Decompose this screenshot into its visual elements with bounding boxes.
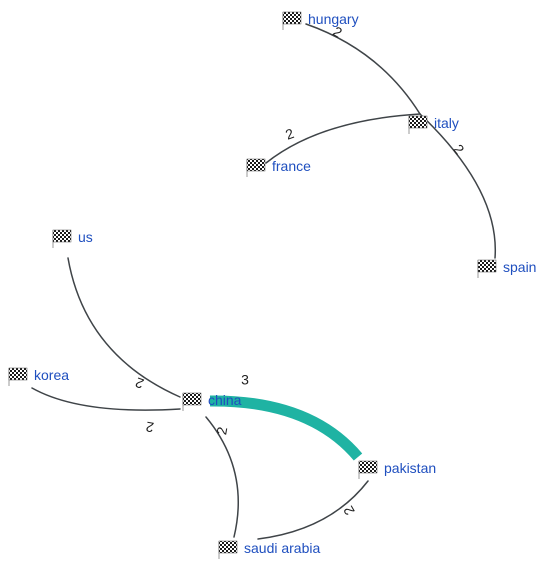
edge-china-saudi-arabia[interactable] [205, 416, 239, 538]
node-label: china [208, 392, 242, 408]
node-korea[interactable]: korea [8, 367, 69, 386]
node-label: spain [503, 259, 536, 275]
node-china[interactable]: china [182, 392, 242, 411]
checkered-flag-icon [246, 158, 266, 177]
node-label: saudi arabia [244, 540, 320, 556]
nodes-layer: hungary italy france spain us korea china pakis… [8, 11, 536, 559]
node-label: italy [434, 115, 459, 131]
node-label: korea [34, 367, 69, 383]
edge-italy-france[interactable] [265, 113, 421, 164]
node-label: hungary [308, 11, 359, 27]
edge-weight-italy-spain: 2 [450, 141, 467, 157]
node-hungary[interactable]: hungary [282, 11, 359, 30]
edge-china-pakistan[interactable] [209, 395, 363, 461]
node-pakistan[interactable]: pakistan [358, 460, 436, 479]
edge-weight-china-pakistan: 3 [241, 372, 249, 388]
edge-us-china[interactable] [67, 257, 181, 398]
checkered-flag-icon [358, 460, 378, 479]
edge-weight-korea-china: 2 [144, 419, 155, 436]
node-us[interactable]: us [52, 229, 93, 248]
node-france[interactable]: france [246, 158, 311, 177]
checkered-flag-icon [477, 259, 497, 278]
edge-weight-us-china: 2 [133, 374, 146, 392]
node-italy[interactable]: italy [408, 115, 459, 134]
checkered-flag-icon [182, 392, 202, 411]
edge-weight-saudi-arabia-pakistan: 2 [340, 503, 358, 518]
checkered-flag-icon [8, 367, 28, 386]
checkered-flag-icon [52, 229, 72, 248]
checkered-flag-icon [408, 115, 428, 134]
edge-weight-italy-france: 2 [283, 125, 296, 143]
checkered-flag-icon [218, 540, 238, 559]
edge-korea-china[interactable] [31, 387, 181, 411]
node-saudi-arabia[interactable]: saudi arabia [218, 540, 320, 559]
node-label: us [78, 229, 93, 245]
node-label: pakistan [384, 460, 436, 476]
edges-layer [31, 23, 497, 540]
node-spain[interactable]: spain [477, 259, 536, 278]
node-label: france [272, 158, 311, 174]
edge-weight-china-saudi-arabia: 2 [213, 425, 230, 436]
edge-italy-spain[interactable] [419, 113, 497, 259]
edge-hungary-italy[interactable] [305, 23, 421, 115]
checkered-flag-icon [282, 11, 302, 30]
edge-saudi-arabia-pakistan[interactable] [257, 480, 369, 540]
